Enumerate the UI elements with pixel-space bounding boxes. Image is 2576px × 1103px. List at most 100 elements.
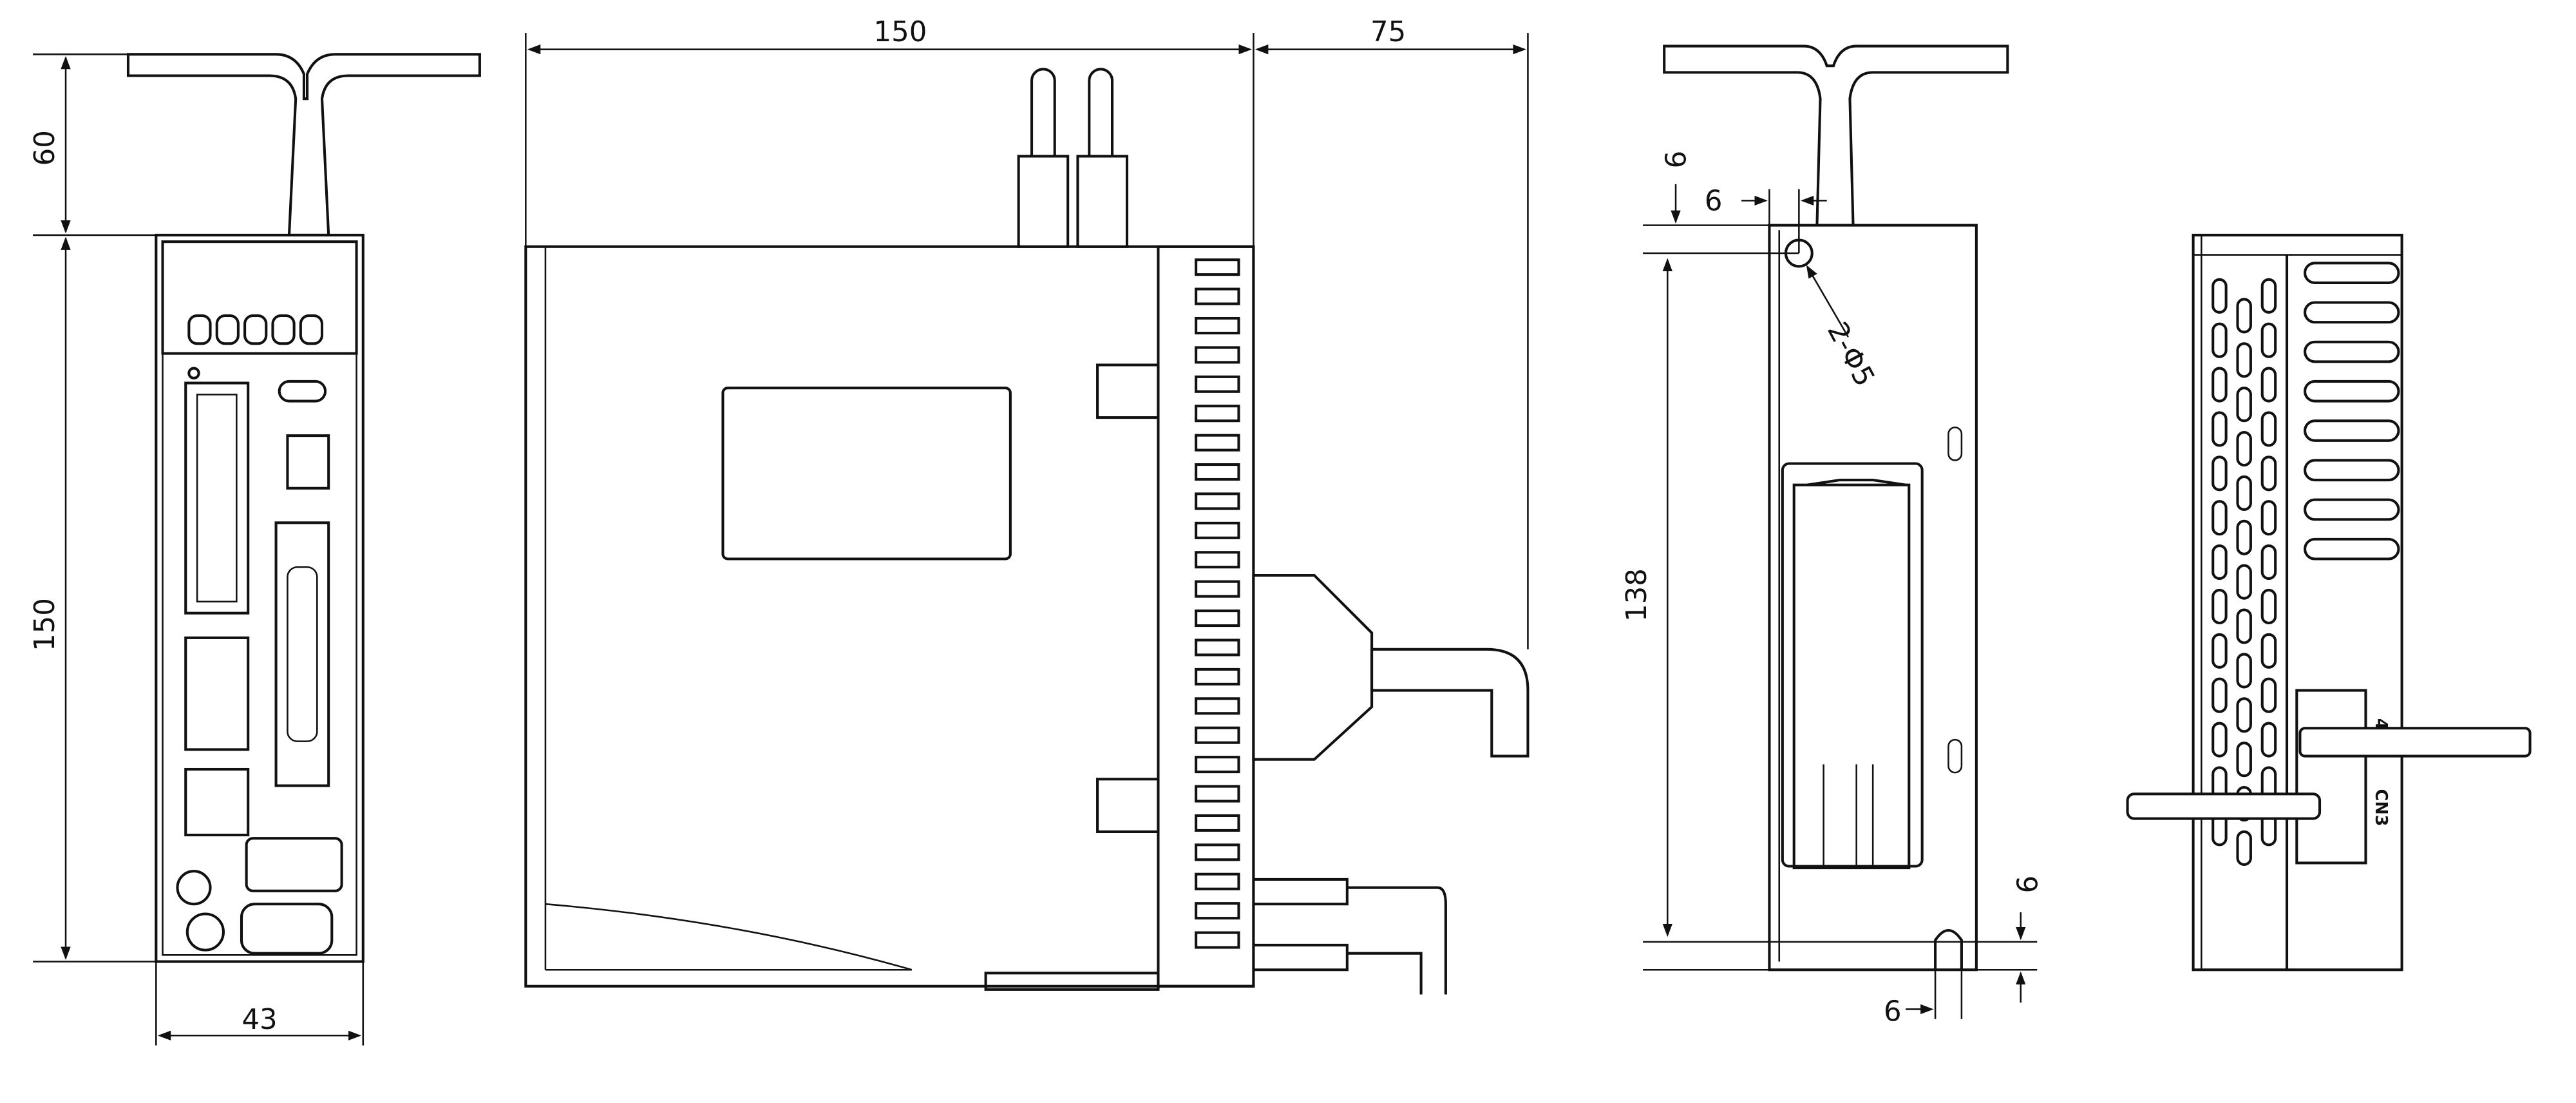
dim-6-top: 6 (1660, 151, 1692, 169)
heatsink-fin (1195, 434, 1240, 452)
vent-slot (2211, 367, 2228, 403)
io-connector (274, 521, 330, 787)
vent-slot (2236, 342, 2252, 378)
heatsink-fin (1195, 667, 1240, 686)
mounting-plate (1768, 224, 1978, 972)
vent-slot (2236, 387, 2252, 423)
dim-6-bottom-left: 6 (1884, 995, 1902, 1028)
cn3-label: CN3 (2371, 789, 2391, 827)
dim-75: 75 (1370, 16, 1406, 48)
heatsink-fin (1195, 785, 1240, 803)
vent-slot (2260, 278, 2277, 314)
heatsink-fin (1195, 814, 1240, 832)
pin-label: 4 (2371, 718, 2391, 730)
front-view: 60 150 43 (29, 53, 481, 1046)
vent-slot (2211, 500, 2228, 536)
vent-slot (2236, 697, 2252, 733)
terminal-finger (2304, 498, 2400, 521)
cn-connector-small (286, 434, 330, 490)
io-cable (1252, 573, 1374, 761)
heatsink-fin (1195, 697, 1240, 715)
vent-slot (2236, 742, 2252, 778)
heatsink-fin (1195, 346, 1240, 364)
heatsink-fin (1195, 580, 1240, 598)
brake-connector (184, 767, 250, 837)
antenna (126, 53, 481, 236)
vent-slot (2236, 431, 2252, 467)
vent-slot (2236, 519, 2252, 555)
heatsink-fin (1195, 492, 1240, 510)
heatsink-fin (1195, 287, 1240, 305)
vent-slot (2236, 608, 2252, 644)
vent-slot (2260, 677, 2277, 713)
dim-138: 138 (1621, 568, 1653, 622)
terminal-finger (2304, 379, 2400, 403)
usb-port (278, 379, 327, 403)
vent-slot (2260, 633, 2277, 669)
vent-slot (2260, 588, 2277, 625)
antenna-posts (1017, 68, 1129, 248)
terminal-finger (2304, 459, 2400, 482)
vent-slot (2260, 411, 2277, 447)
terminal-finger (2304, 419, 2400, 442)
vent-slot (2211, 322, 2228, 358)
vent-slot (2211, 633, 2228, 669)
heatsink-fin (1195, 872, 1240, 890)
vent-slot (2211, 411, 2228, 447)
heatsink-fin (1195, 463, 1240, 481)
heatsink-fin (1195, 521, 1240, 539)
rear-view: CN3 4 (2126, 233, 2532, 972)
dim-43: 43 (242, 1004, 277, 1036)
dim-60: 60 (29, 130, 61, 166)
heatsink-fin (1195, 902, 1240, 920)
vent-slot (2236, 564, 2252, 600)
vent-slot (2260, 367, 2277, 403)
mounting-hole-bottom (1934, 929, 1963, 970)
power-cables (1253, 878, 1447, 995)
motor-connector (184, 636, 250, 751)
heatsink-fin (1195, 375, 1240, 393)
heatsink-fin (1195, 638, 1240, 657)
dim-6-left: 6 (1705, 186, 1723, 218)
vent-slot (2236, 830, 2252, 867)
terminal-finger (2304, 301, 2400, 324)
vent-slot (2211, 456, 2228, 492)
vent-slot (2260, 322, 2277, 358)
vent-slot (2211, 677, 2228, 713)
vent-slot (2236, 653, 2252, 689)
terminal-finger (2304, 340, 2400, 363)
vent-slot (2260, 500, 2277, 536)
terminal-finger (2304, 537, 2400, 561)
vent-slot (2211, 544, 2228, 580)
vent-slot (2260, 722, 2277, 758)
heatsink-fin (1195, 316, 1240, 335)
vent-slot (2211, 278, 2228, 314)
heatsink-fin (1195, 931, 1240, 949)
side-view: 150 75 (524, 16, 1530, 995)
mounting-view: 6 6 2-Φ5 138 6 6 (1621, 44, 2044, 1028)
dim-150-depth: 150 (874, 16, 927, 48)
heatsink-fin (1195, 726, 1240, 744)
dim-150-height: 150 (29, 598, 61, 651)
side-body (524, 245, 1255, 988)
display-panel (161, 240, 358, 355)
vent-slot (2211, 588, 2228, 625)
vent-slot (2236, 475, 2252, 511)
heatsink-fin (1195, 843, 1240, 861)
heatsink-fin (1195, 609, 1240, 628)
encoder-connector (245, 837, 343, 892)
vent-slot (2211, 722, 2228, 758)
cn3-port (2295, 689, 2367, 865)
seven-segment-display (187, 314, 324, 345)
ground-screw (176, 870, 212, 906)
dim-6-bottom: 6 (2012, 876, 2044, 894)
heatsink-fin (1195, 258, 1240, 276)
vent-slot (2260, 456, 2277, 492)
cn3-connector (240, 903, 334, 955)
vent-slot (2260, 544, 2277, 580)
terminal-finger (2304, 262, 2400, 284)
vent-slot (2236, 298, 2252, 334)
heatsink-fin (1195, 756, 1240, 774)
label-window (721, 387, 1012, 561)
